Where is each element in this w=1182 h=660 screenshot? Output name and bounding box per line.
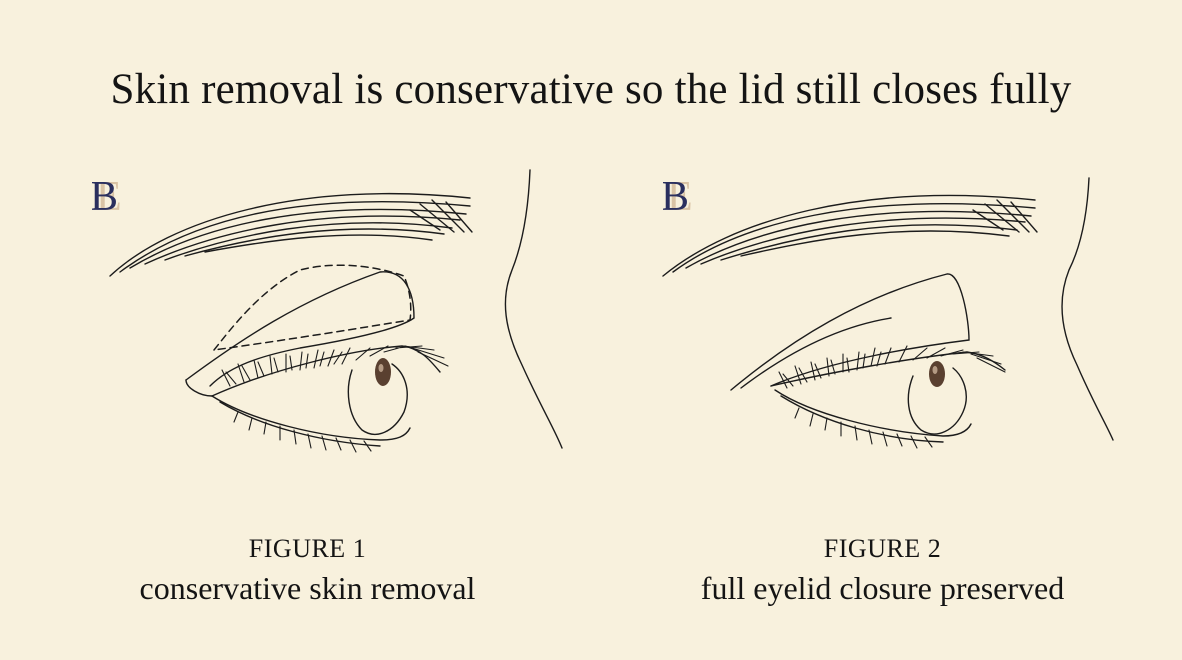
eye-illustration-excision xyxy=(109,169,563,453)
svg-text:B: B xyxy=(92,174,118,218)
figure-caption: conservative skin removal xyxy=(139,570,476,606)
eyeball xyxy=(347,363,408,435)
upper-lid-fold xyxy=(185,271,415,387)
nose-profile xyxy=(1061,177,1114,441)
be-monogram-icon: E B xyxy=(663,172,715,218)
svg-text:E: E xyxy=(667,174,693,218)
eye-illustration-closure xyxy=(662,177,1114,449)
svg-text:B: B xyxy=(663,174,689,218)
nose-profile xyxy=(504,169,563,449)
figure-number: FIGURE 2 xyxy=(823,534,942,563)
svg-text:E: E xyxy=(96,174,122,218)
lower-lid xyxy=(211,395,411,441)
figure-number: FIGURE 1 xyxy=(248,534,367,563)
excision-outline xyxy=(212,264,412,352)
eyebrow-stroke xyxy=(662,194,1036,277)
figure-2-panel: E B xyxy=(591,150,1182,660)
be-monogram-icon: E B xyxy=(92,172,144,218)
page-title: Skin removal is conservative so the lid … xyxy=(110,66,1072,113)
lower-lid xyxy=(774,389,972,437)
iris xyxy=(929,361,945,387)
figure-1-panel: E B xyxy=(0,150,591,660)
iris xyxy=(375,358,391,386)
eyebrow-stroke xyxy=(109,192,471,277)
eyeball xyxy=(907,367,967,435)
figure-caption: full eyelid closure preserved xyxy=(700,570,1065,606)
